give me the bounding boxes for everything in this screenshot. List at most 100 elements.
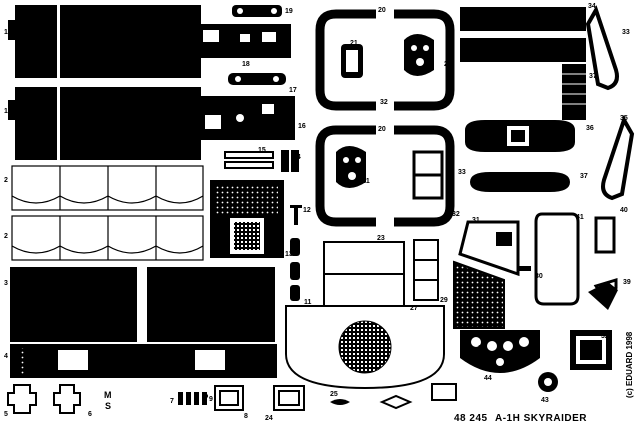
part-number-19: 19	[285, 8, 293, 15]
part-18	[197, 24, 291, 58]
part-number-42: 42	[520, 357, 528, 364]
part-number-13: 13	[285, 251, 293, 258]
part-30	[517, 266, 531, 271]
part-3	[10, 267, 137, 342]
part-5	[7, 384, 37, 414]
part-number-15: 15	[258, 147, 266, 154]
part-number-2: 2	[4, 177, 8, 184]
part-27	[413, 239, 439, 301]
part-20-lower	[315, 125, 376, 227]
part-number-41: 41	[576, 214, 584, 221]
part-9	[204, 394, 208, 398]
part-19	[232, 5, 282, 17]
part-number-26: 26	[478, 345, 486, 352]
part-22-gauges-upper	[404, 34, 434, 76]
part-number-31: 31	[472, 217, 480, 224]
part-number-39: 39	[623, 279, 631, 286]
part-number-32: 32	[380, 99, 388, 106]
part-44	[431, 383, 457, 401]
part-14	[281, 150, 299, 172]
part-number-20: 20	[378, 7, 386, 14]
part-number-35: 35	[620, 115, 628, 122]
part-31	[458, 220, 520, 277]
part-7	[178, 392, 207, 405]
part-35	[601, 115, 635, 201]
part-2-upper	[11, 165, 204, 211]
part-number-1b: 1	[4, 108, 8, 115]
part-10	[147, 267, 275, 342]
part-number-1: 1	[4, 29, 8, 36]
part-27-strip	[562, 64, 586, 120]
part-number-37b: 37	[580, 173, 588, 180]
part-36	[465, 120, 575, 152]
part-number-27: 27	[410, 305, 418, 312]
part-22-upper	[394, 9, 455, 111]
part-number-44: 44	[484, 375, 492, 382]
part-number-43: 43	[541, 397, 549, 404]
part-11	[290, 238, 300, 301]
part-32	[570, 330, 612, 370]
part-number-21: 21	[350, 40, 358, 47]
part-1-upper	[8, 5, 201, 78]
part-2-lower	[11, 215, 204, 261]
mark-s: S	[105, 401, 111, 411]
part-number-14: 14	[293, 154, 301, 161]
part-26	[460, 7, 586, 31]
part-number-34: 34	[588, 3, 596, 10]
part-8	[214, 385, 244, 411]
part-20-upper	[315, 9, 376, 111]
part-24	[285, 241, 445, 390]
part-number-32c: 32	[601, 333, 609, 340]
part-number-6: 6	[88, 411, 92, 418]
part-34	[585, 5, 619, 91]
part-number-23: 23	[377, 235, 385, 242]
part-number-17: 17	[289, 87, 297, 94]
part-number-3: 3	[4, 280, 8, 287]
part-33-seat	[412, 150, 444, 200]
part-number-20b: 20	[378, 126, 386, 133]
part-6	[53, 384, 81, 414]
part-29	[453, 260, 505, 329]
part-number-38: 38	[594, 290, 602, 297]
part-number-12: 12	[303, 207, 311, 214]
product-code: 48 245	[454, 413, 488, 424]
part-number-18: 18	[242, 61, 250, 68]
part-number-22: 22	[444, 61, 452, 68]
part-42	[330, 399, 350, 405]
part-15	[224, 151, 274, 169]
part-number-21b: 21	[362, 178, 370, 185]
part-17	[228, 73, 286, 85]
part-41	[534, 212, 580, 306]
part-number-5: 5	[4, 411, 8, 418]
part-number-32b: 32	[452, 211, 460, 218]
part-number-8: 8	[244, 413, 248, 420]
part-number-28: 28	[505, 335, 513, 342]
part-number-37: 37	[589, 73, 597, 80]
part-16	[197, 96, 295, 140]
part-21-upper	[341, 44, 363, 78]
part-number-30: 30	[535, 273, 543, 280]
part-13	[210, 180, 284, 258]
part-number-16: 16	[298, 123, 306, 130]
part-25-small	[379, 394, 413, 410]
copyright-text: (c) EDUARD 1998	[625, 331, 634, 398]
part-number-9: 9	[209, 396, 213, 403]
part-number-11: 11	[304, 299, 312, 306]
part-number-25: 25	[330, 391, 338, 398]
part-4	[10, 344, 277, 378]
part-12	[290, 205, 302, 225]
part-number-33b: 33	[622, 29, 630, 36]
part-24-small	[273, 385, 305, 411]
part-number-2b: 2	[4, 233, 8, 240]
part-43	[538, 372, 558, 392]
product-name: A-1H SKYRAIDER	[495, 413, 587, 424]
part-number-36: 36	[586, 125, 594, 132]
part-21-lower	[336, 146, 366, 188]
part-40	[594, 216, 616, 254]
part-23-lower	[394, 125, 455, 227]
part-number-10: 10	[148, 271, 156, 278]
part-number-29: 29	[440, 297, 448, 304]
part-28	[460, 330, 540, 373]
